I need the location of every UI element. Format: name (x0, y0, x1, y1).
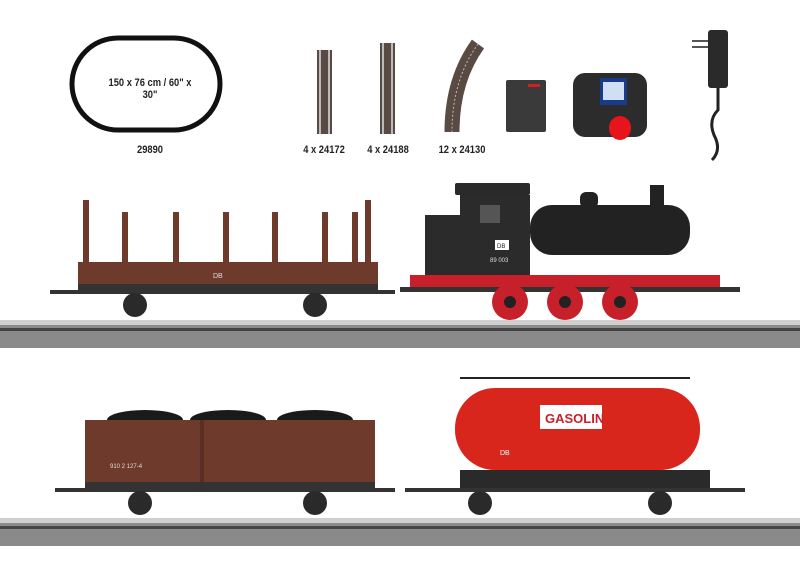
curved-label: 12 x 24130 (438, 144, 486, 156)
gondola-car: 910 2 127-4 (55, 410, 395, 515)
stake-car: DB (50, 200, 395, 317)
track-lower (0, 518, 800, 546)
steam-locomotive: DB 89 003 (400, 183, 740, 320)
straight-track-long-icon (380, 43, 395, 134)
track-upper (0, 320, 800, 348)
oval-item-label: 29890 (136, 144, 164, 156)
tank-car-marking: DB (500, 450, 510, 457)
straight-long-label: 4 x 24188 (367, 144, 409, 156)
oval-track-icon (69, 35, 223, 133)
gasolin-logo: GASOLIN (545, 411, 604, 426)
tank-car: GASOLIN DB (405, 377, 745, 515)
loco-marking: DB (497, 244, 505, 250)
connection-box-icon (506, 80, 546, 132)
stake-car-marking: DB (213, 273, 223, 280)
power-supply-icon (692, 30, 728, 162)
straight-track-short-icon (317, 50, 332, 134)
loco-number: 89 003 (490, 258, 509, 264)
gondola-number: 910 2 127-4 (110, 464, 143, 470)
curved-track-icon (444, 39, 485, 133)
mobile-station-controller-icon (573, 73, 647, 140)
oval-dimensions-label: 150 x 76 cm / 60" x 30" (108, 77, 192, 101)
straight-short-label: 4 x 24172 (303, 144, 345, 156)
